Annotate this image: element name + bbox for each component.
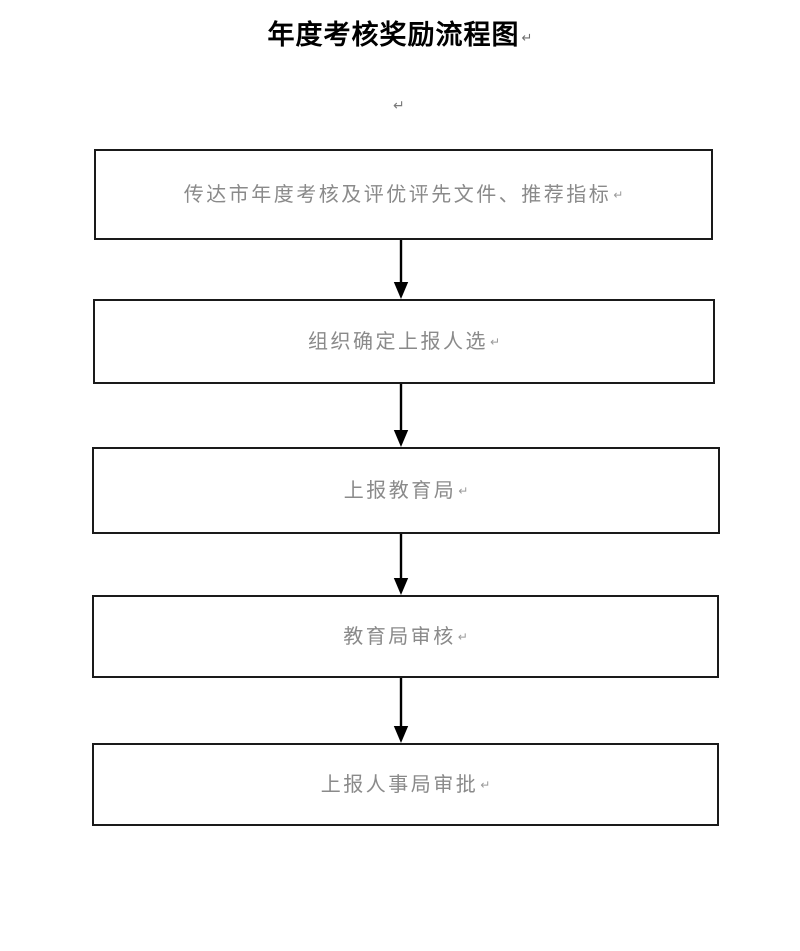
flow-connector-arrow-3: [393, 534, 409, 596]
flow-step-box-4: 教育局审核↵: [92, 595, 719, 678]
flow-step-label-4: 教育局审核↵: [343, 625, 468, 649]
page-title-text: 年度考核奖励流程图: [267, 20, 520, 51]
flow-connector-arrow-1: [393, 240, 409, 300]
flow-step-label-1: 传达市年度考核及评优评先文件、推荐指标↵: [184, 183, 624, 207]
flow-step-text-3: 上报教育局: [343, 479, 457, 502]
paragraph-mark-icon: ↵: [480, 777, 491, 792]
flow-step-text-2: 组织确定上报人选: [307, 330, 488, 353]
paragraph-mark-icon: ↵: [458, 483, 469, 498]
flow-step-label-2: 组织确定上报人选↵: [308, 330, 500, 354]
flow-step-box-5: 上报人事局审批↵: [92, 743, 719, 826]
paragraph-mark-icon: ↵: [613, 187, 624, 202]
flow-connector-arrow-2: [393, 384, 409, 448]
flow-step-text-1: 传达市年度考核及评优评先文件、推荐指标: [183, 183, 612, 206]
down-arrow-icon: [393, 384, 409, 447]
flow-step-label-3: 上报教育局↵: [344, 479, 469, 503]
flow-step-text-4: 教育局审核: [343, 625, 456, 648]
paragraph-mark-icon: ↵: [489, 334, 501, 349]
flow-connector-arrow-4: [393, 678, 409, 744]
down-arrow-icon: [393, 534, 409, 595]
flow-step-box-3: 上报教育局↵: [92, 447, 720, 534]
down-arrow-icon: [393, 240, 409, 299]
paragraph-mark-icon: ↵: [393, 98, 405, 114]
paragraph-mark-icon: ↵: [521, 31, 533, 46]
page-title: 年度考核奖励流程图↵: [0, 22, 800, 49]
flow-step-label-5: 上报人事局审批↵: [321, 773, 491, 797]
flow-step-box-1: 传达市年度考核及评优评先文件、推荐指标↵: [94, 149, 713, 240]
flow-step-text-5: 上报人事局审批: [320, 773, 479, 796]
paragraph-mark-icon: ↵: [457, 629, 468, 644]
flow-step-box-2: 组织确定上报人选↵: [93, 299, 715, 384]
down-arrow-icon: [393, 678, 409, 743]
